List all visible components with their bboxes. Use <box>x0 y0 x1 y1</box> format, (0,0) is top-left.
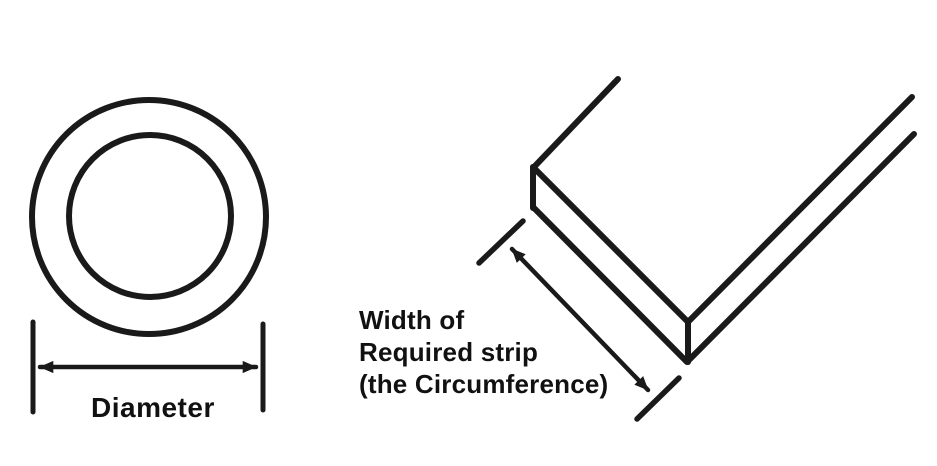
width-dimension <box>476 218 682 422</box>
pipe-cross-section-figure <box>29 97 269 415</box>
strip-width-edge <box>530 164 691 325</box>
strip-width-label-line3: (the Circumference) <box>359 369 609 399</box>
diameter-dimension <box>30 319 266 415</box>
width-arrow <box>509 246 651 393</box>
strip-width-label: Width of Required strip (the Circumferen… <box>359 304 608 400</box>
tick-mark-start <box>476 218 526 266</box>
diameter-label: Diameter <box>91 392 215 423</box>
strip-outline <box>530 76 917 365</box>
strip-width-label-line2: Required strip <box>359 337 539 367</box>
strip-far-edge <box>531 76 621 170</box>
strip-width-label-line1: Width of <box>359 305 465 335</box>
outer-circle <box>29 97 269 337</box>
strip-long-top-edge <box>685 94 915 325</box>
strip-long-bottom-edge <box>685 131 917 364</box>
strip-figure <box>476 76 917 422</box>
tick-mark-end <box>634 375 682 422</box>
inner-circle <box>66 132 234 300</box>
